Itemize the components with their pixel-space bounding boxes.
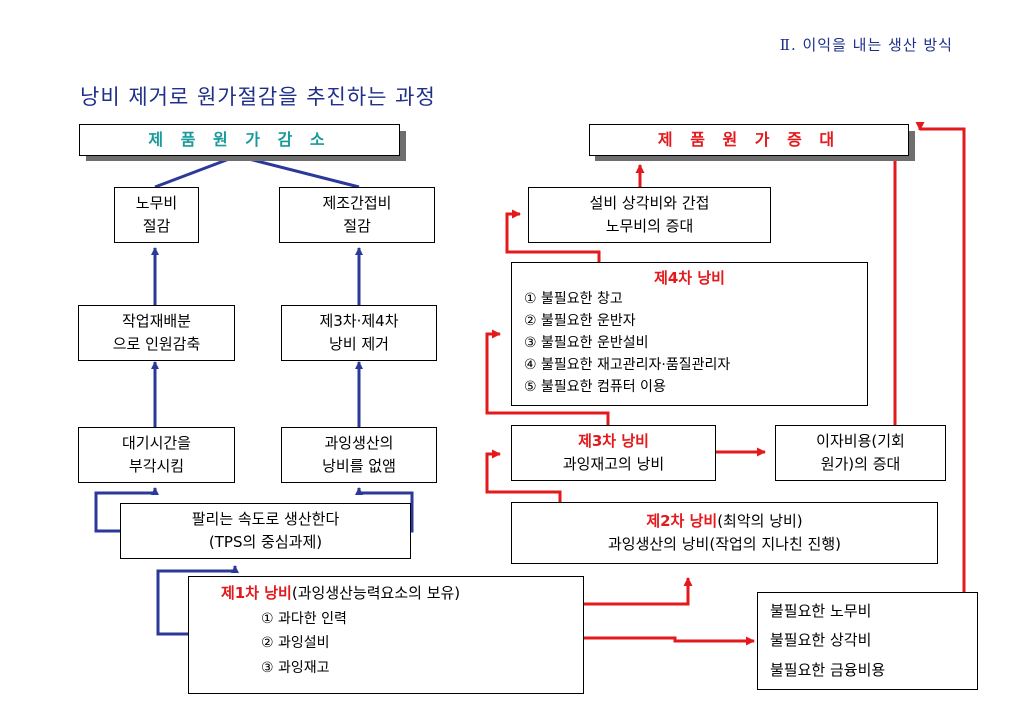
cost-increase-box: 제 품 원 가 증 대 — [589, 124, 909, 156]
arrow-pace-to-standby — [94, 487, 159, 533]
box-line: 노무비의 증대 — [605, 217, 694, 235]
third-waste-label: 제3차 낭비 — [578, 431, 649, 450]
third-waste-text: 과잉재고의 낭비 — [562, 455, 665, 473]
box-line: 낭비를 없앰 — [322, 457, 396, 475]
box-line: 제3차·제4차 — [319, 311, 399, 330]
second-waste-heading: 제2차 낭비(최악의 낭비) — [646, 510, 802, 533]
arrow-fourth-to-dep — [505, 209, 601, 262]
first-waste-heading: 제1차 낭비(과잉생산능력요소의 보유) — [221, 583, 460, 605]
box-line: 절감 — [343, 217, 371, 235]
first-waste-item: ② 과잉설비 — [261, 635, 330, 652]
page-title: 낭비 제거로 원가절감을 추진하는 과정 — [80, 85, 436, 109]
section-header: Ⅱ. 이익을 내는 생산 방식 — [779, 36, 953, 54]
second-waste-text: 과잉생산의 낭비(작업의 지나친 진행) — [607, 535, 841, 553]
cost-increase-label: 제 품 원 가 증 대 — [657, 129, 841, 149]
arrow-first-to-pace — [156, 565, 239, 636]
standby-time-box: 대기시간을 부각시킴 — [78, 427, 235, 483]
first-waste-box: 제1차 낭비(과잉생산능력요소의 보유) ① 과다한 인력 ② 과잉설비 ③ 과… — [188, 576, 584, 694]
box-line: 낭비 제거 — [329, 335, 389, 353]
fourth-waste-item: ⑤ 불필요한 컴퓨터 이용 — [524, 378, 666, 395]
box-line: 과잉생산의 — [324, 433, 394, 452]
box-line: 제조간접비 — [322, 193, 392, 212]
fourth-waste-item: ① 불필요한 창고 — [524, 291, 623, 308]
third-waste-box: 제3차 낭비 과잉재고의 낭비 — [511, 425, 716, 481]
eliminate-waste-box: 제3차·제4차 낭비 제거 — [281, 305, 437, 361]
labor-cost-cut-box: 노무비 절감 — [114, 187, 199, 243]
box-line: 부각시킴 — [128, 457, 185, 475]
box-line: 절감 — [142, 217, 171, 235]
fourth-waste-item: ④ 불필요한 재고관리자·품질관리자 — [524, 356, 731, 373]
first-waste-label: 제1차 낭비 — [221, 584, 292, 602]
arrow-third-to-fourth — [485, 329, 610, 425]
second-waste-suffix: (최악의 낭비) — [717, 511, 803, 530]
interest-cost-box: 이자비용(기회 원가)의 증대 — [775, 425, 946, 481]
cost-reduction-label: 제 품 원 가 감 소 — [148, 129, 331, 149]
overhead-cost-cut-box: 제조간접비 절감 — [279, 187, 435, 243]
arrow-first-to-unnecessary — [584, 636, 755, 646]
overproduction-removed-box: 과잉생산의 낭비를 없앰 — [281, 427, 437, 483]
unnecessary-cost-item: 불필요한 상각비 — [770, 631, 872, 650]
first-waste-suffix: (과잉생산능력요소의 보유) — [291, 584, 461, 602]
arrow-unnecessary-to-increase — [915, 122, 966, 592]
arrow-second-to-third — [485, 449, 562, 502]
box-line: 작업재배분 — [121, 311, 191, 330]
arrow-first-to-second — [584, 577, 693, 606]
box-line: 설비 상각비와 간접 — [589, 193, 710, 212]
rebalance-box: 작업재배분 으로 인원감축 — [78, 305, 235, 361]
first-waste-item: ③ 과잉재고 — [261, 659, 330, 676]
box-line: 노무비 — [135, 193, 178, 212]
line-top-to-labor — [154, 154, 238, 189]
line-top-to-overhead — [236, 154, 360, 189]
unnecessary-cost-item: 불필요한 금융비용 — [770, 660, 886, 679]
box-line: (TPS의 중심과제) — [208, 533, 323, 551]
selling-pace-box: 팔리는 속도로 생산한다 (TPS의 중심과제) — [120, 503, 411, 559]
box-line: 대기시간을 — [121, 433, 191, 452]
fourth-waste-item: ② 불필요한 운반자 — [524, 313, 636, 330]
depreciation-increase-box: 설비 상각비와 간접 노무비의 증대 — [528, 187, 771, 243]
first-waste-item: ① 과다한 인력 — [261, 610, 347, 627]
box-line: 원가)의 증대 — [820, 455, 901, 473]
fourth-waste-label: 제4차 낭비 — [654, 269, 725, 287]
arrow-pace-to-overprod — [355, 487, 414, 533]
cost-reduction-box: 제 품 원 가 감 소 — [79, 124, 400, 156]
fourth-waste-item: ③ 불필요한 운반설비 — [524, 334, 649, 351]
fourth-waste-box: 제4차 낭비 ① 불필요한 창고 ② 불필요한 운반자 ③ 불필요한 운반설비 … — [511, 262, 868, 406]
second-waste-label: 제2차 낭비 — [646, 511, 718, 530]
box-line: 이자비용(기회 — [816, 431, 905, 450]
unnecessary-costs-box: 불필요한 노무비 불필요한 상각비 불필요한 금융비용 — [757, 592, 978, 690]
unnecessary-cost-item: 불필요한 노무비 — [770, 602, 872, 620]
second-waste-box: 제2차 낭비(최악의 낭비) 과잉생산의 낭비(작업의 지나친 진행) — [511, 502, 938, 564]
box-line: 으로 인원감축 — [112, 335, 201, 353]
box-line: 팔리는 속도로 생산한다 — [191, 509, 340, 528]
